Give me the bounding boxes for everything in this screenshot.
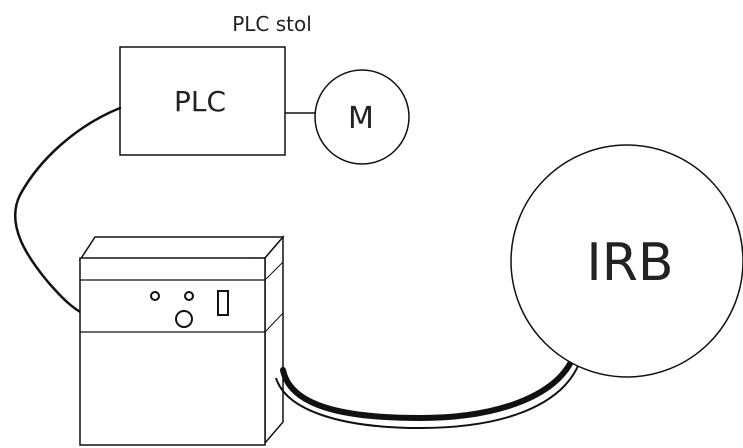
- cabinet-side: [264, 234, 284, 446]
- plc-controller-cable: [14, 106, 122, 316]
- robot-controller-cabinet: [78, 234, 285, 446]
- plc-box: [119, 46, 286, 156]
- robot-circle: [510, 144, 743, 378]
- cabinet-front: [79, 257, 266, 446]
- cabinet-indicator-light-2: [184, 291, 194, 301]
- cabinet-top: [78, 236, 285, 261]
- controller-robot-cable-edge: [275, 365, 579, 430]
- robot-label: IRB: [586, 233, 673, 293]
- cabinet-indicator-light-1: [150, 291, 160, 301]
- motor-label: M: [348, 101, 374, 136]
- cabinet-main-switch-knob: [175, 310, 193, 328]
- cabinet-key-switch: [217, 290, 229, 316]
- controller-robot-cable: [280, 357, 575, 422]
- plc-table-caption: PLC stol: [232, 12, 312, 36]
- cabinet-side-edge-2: [264, 312, 284, 333]
- motor-circle: [314, 69, 410, 165]
- cabinet-side-edge-1: [264, 261, 284, 281]
- plc-label: PLC: [174, 85, 226, 118]
